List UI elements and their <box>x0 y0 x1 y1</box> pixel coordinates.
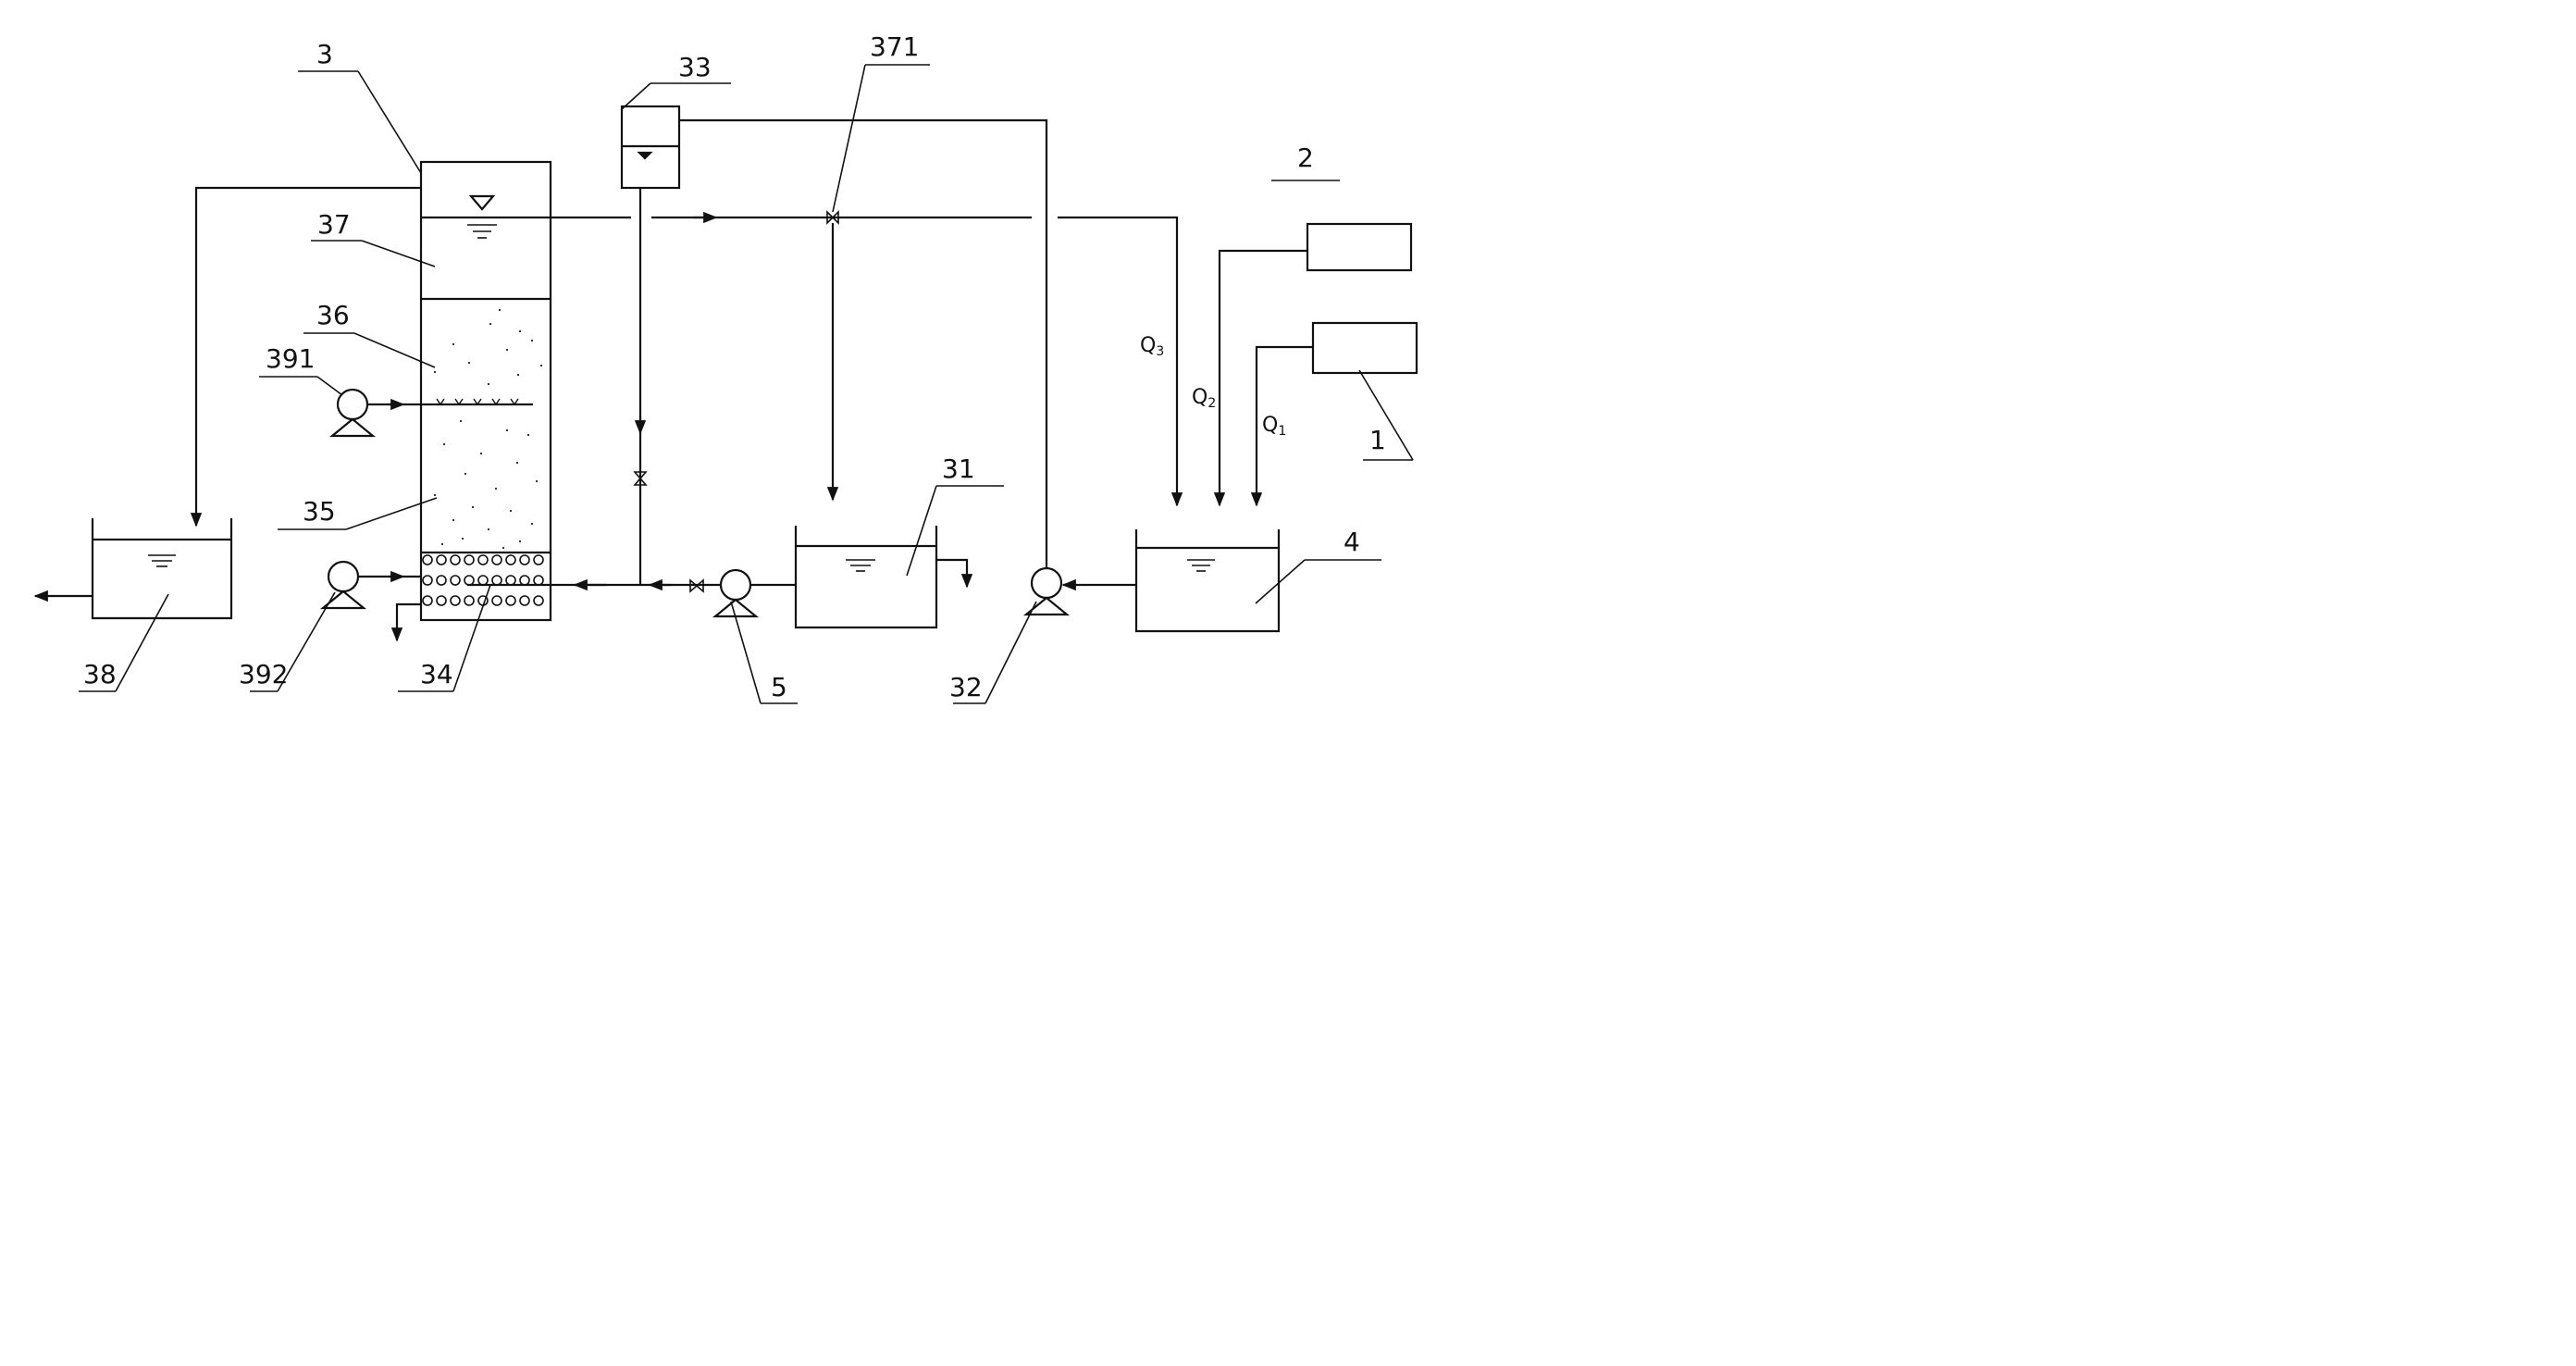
overflow-pipe-to-38 <box>190 186 421 528</box>
label-4: 4 <box>1344 527 1360 557</box>
label-35: 35 <box>303 496 336 527</box>
label-34: 34 <box>420 659 453 689</box>
tank-33 <box>620 105 681 190</box>
pump-391 <box>328 388 377 438</box>
label-392: 392 <box>239 659 288 689</box>
aerator-ticks <box>436 398 519 405</box>
label-38: 38 <box>83 659 117 689</box>
pipe-32-to-33 <box>679 118 1048 568</box>
tank-31 <box>794 526 938 629</box>
pump-32 <box>1022 566 1071 616</box>
label-391: 391 <box>266 343 315 374</box>
label-36: 36 <box>316 300 350 330</box>
label-33: 33 <box>678 52 712 82</box>
label-32: 32 <box>949 672 983 702</box>
label-31: 31 <box>942 453 975 484</box>
tank-38 <box>91 518 233 620</box>
reservoir-1 <box>1311 321 1418 375</box>
tank-31-outlet <box>936 558 973 589</box>
label-q3: Q3 <box>1140 334 1164 359</box>
water-level-symbol <box>467 194 497 239</box>
valve-5 <box>689 578 704 593</box>
q2-pipe <box>1213 249 1307 507</box>
valve-371 <box>826 210 839 225</box>
q1-pipe <box>1250 345 1313 507</box>
gravel-layer <box>422 554 544 606</box>
media-speckles <box>433 308 543 550</box>
reservoir-2 <box>1306 222 1413 272</box>
label-q1: Q1 <box>1262 414 1286 439</box>
reactor-column <box>419 160 552 622</box>
q3-pipe <box>1058 216 1183 507</box>
tank-4 <box>1134 529 1281 633</box>
pump-5 <box>712 568 760 618</box>
valve-33 <box>633 471 648 486</box>
label-5: 5 <box>771 672 787 702</box>
label-q2: Q2 <box>1192 386 1216 411</box>
leader-lines <box>79 64 1414 704</box>
label-2: 2 <box>1297 143 1314 173</box>
label-371: 371 <box>870 31 919 62</box>
label-37: 37 <box>317 209 351 240</box>
label-1: 1 <box>1369 425 1386 455</box>
label-3: 3 <box>316 39 333 69</box>
drain-column <box>390 602 421 642</box>
process-flow-diagram: 3 33 371 2 37 36 391 35 31 4 1 38 392 34… <box>33 31 1418 704</box>
